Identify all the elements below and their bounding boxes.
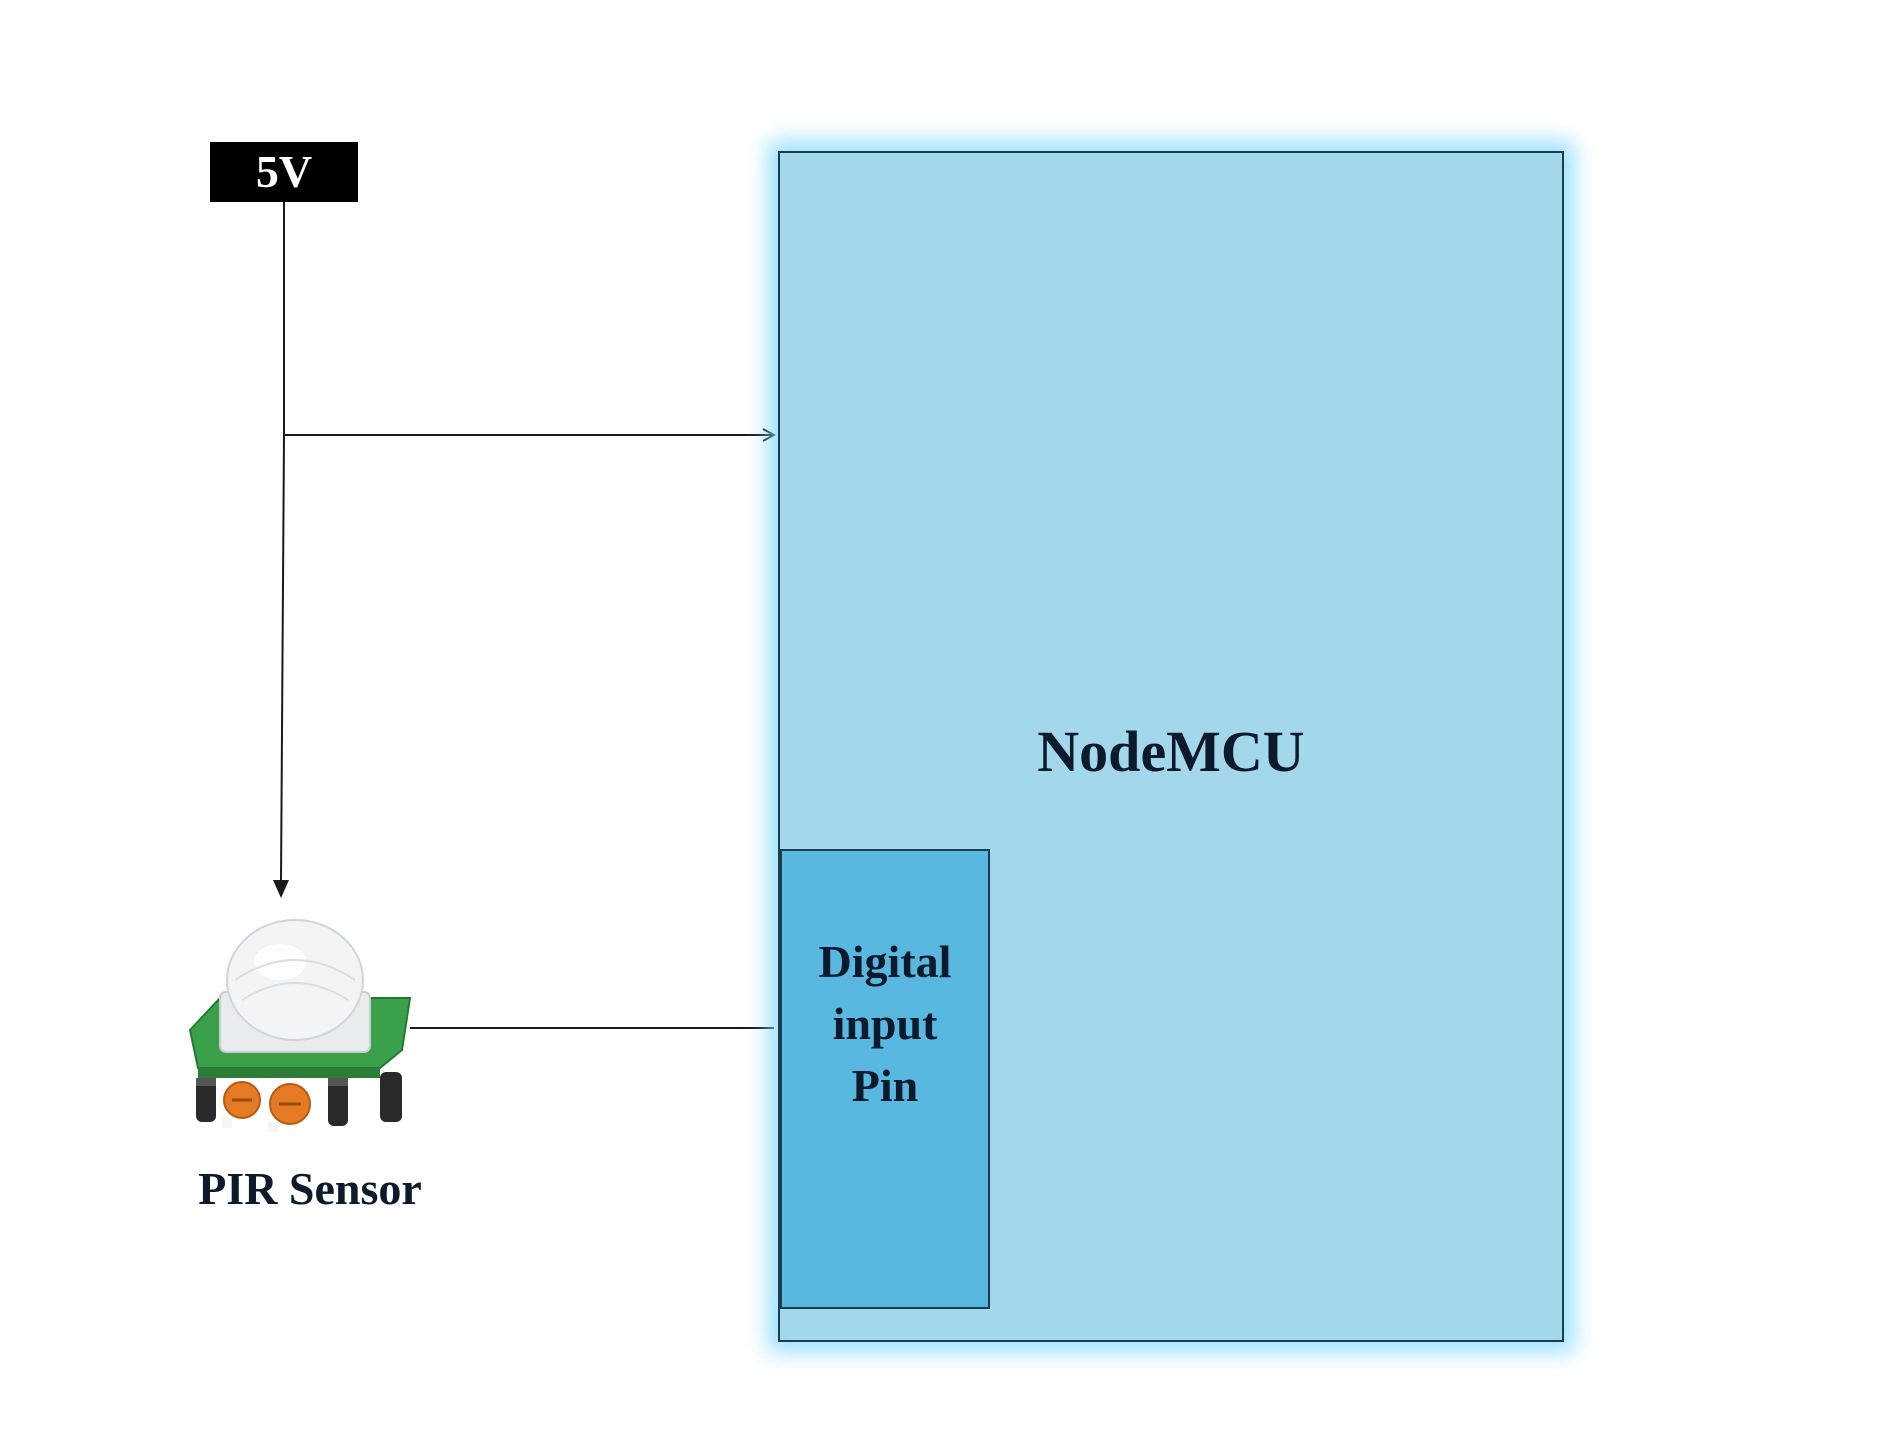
digital-input-pin-label: Digital input Pin [818, 936, 952, 1111]
pir-sensor-icon [188, 919, 412, 1132]
wire-5v-to-pir [280, 434, 285, 881]
power-5v-label: 5V [210, 142, 358, 202]
nodemcu-block: NodeMCU Digital input Pin [778, 151, 1564, 1342]
digital-input-pin-block: Digital input Pin [780, 849, 990, 1309]
arrowhead-pir [273, 880, 289, 898]
pir-sensor-label: PIR Sensor [198, 1163, 422, 1214]
nodemcu-title: NodeMCU [1037, 719, 1305, 784]
